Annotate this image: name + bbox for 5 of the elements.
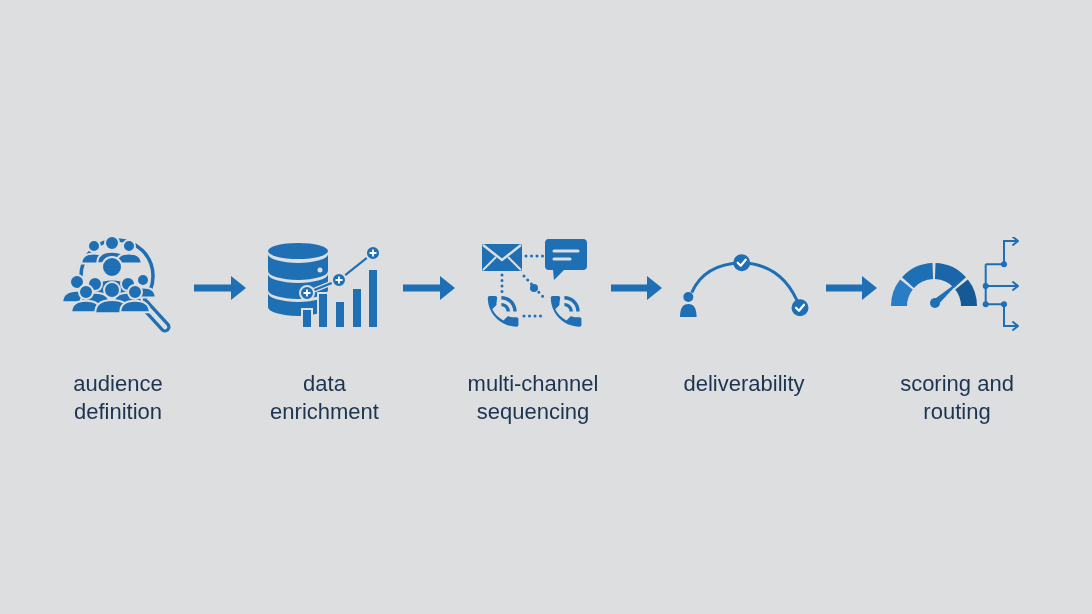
step-label: data enrichment — [269, 370, 380, 426]
step-label: multi-channel sequencing — [466, 370, 600, 426]
step-label: deliverability — [683, 370, 805, 398]
step-label: scoring and routing — [899, 370, 1015, 426]
step-label: audience definition — [72, 370, 164, 426]
